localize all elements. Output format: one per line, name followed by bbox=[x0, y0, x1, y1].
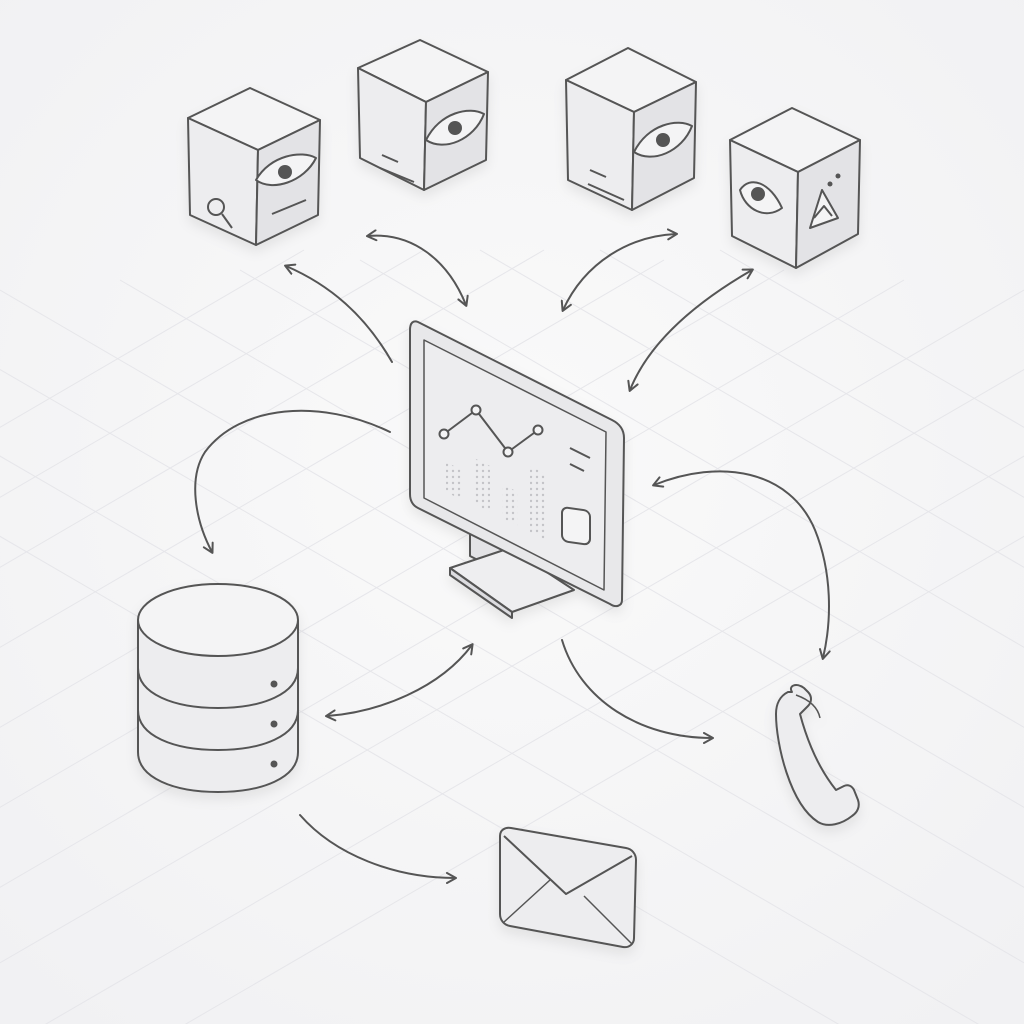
square-icon bbox=[561, 506, 591, 546]
eye-icon bbox=[633, 121, 693, 158]
envelope bbox=[499, 826, 637, 949]
monitor bbox=[409, 320, 625, 619]
image-icon bbox=[809, 173, 841, 229]
line-chart-icon bbox=[438, 404, 544, 458]
arrow-image-cube-monitor bbox=[627, 268, 754, 392]
eye-icon bbox=[425, 109, 485, 146]
eye-icon bbox=[255, 153, 317, 186]
phone bbox=[775, 684, 860, 826]
phone-icon bbox=[775, 684, 860, 826]
envelope-icon bbox=[499, 826, 637, 949]
arrow-database-to-envelope bbox=[299, 814, 457, 884]
text-lines-icon bbox=[271, 199, 307, 215]
cube-eye-1 bbox=[357, 39, 489, 191]
eye-icon bbox=[739, 181, 783, 215]
database bbox=[137, 583, 299, 794]
bar-chart-icon bbox=[446, 458, 546, 540]
arrow-monitor-to-phone bbox=[561, 639, 714, 744]
arrow-search-cube-monitor bbox=[366, 229, 469, 307]
cube-eye-3 bbox=[729, 107, 861, 269]
monitor-stand bbox=[449, 529, 575, 619]
monitor-screen bbox=[423, 339, 607, 591]
arrow-database-monitor bbox=[325, 643, 474, 722]
cube-eye-2 bbox=[565, 47, 697, 211]
text-lines-icon bbox=[587, 169, 625, 201]
connections bbox=[194, 228, 831, 884]
text-lines-icon bbox=[379, 154, 415, 183]
arrow-monitor-to-search-cube bbox=[284, 263, 393, 363]
search-icon bbox=[207, 198, 233, 229]
arrow-monitor-phone-curve bbox=[652, 470, 831, 660]
cube-search bbox=[187, 87, 321, 246]
arrow-monitor-to-database bbox=[194, 409, 391, 554]
arrow-eye-cube-monitor bbox=[560, 228, 678, 312]
text-lines-icon bbox=[569, 447, 591, 472]
